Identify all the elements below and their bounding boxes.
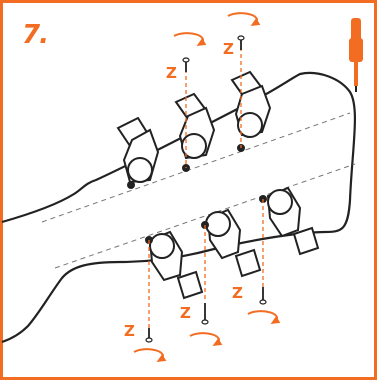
guide-line bbox=[41, 112, 351, 223]
step-number: 7. bbox=[22, 20, 49, 50]
screwdriver-icon bbox=[349, 18, 363, 92]
guide-line bbox=[54, 163, 356, 269]
rotate-arrow-icon bbox=[133, 12, 281, 363]
tuning-peg bbox=[116, 70, 272, 189]
z-label: Z bbox=[232, 284, 243, 302]
screw-guide bbox=[148, 40, 264, 330]
z-label: Z bbox=[124, 322, 135, 340]
z-label: Z bbox=[223, 40, 234, 58]
tuning-peg bbox=[145, 186, 320, 300]
z-label: Z bbox=[166, 64, 177, 82]
z-label: Z bbox=[180, 304, 191, 322]
guitar-headstock bbox=[1, 71, 357, 344]
screw-icon bbox=[145, 35, 267, 343]
